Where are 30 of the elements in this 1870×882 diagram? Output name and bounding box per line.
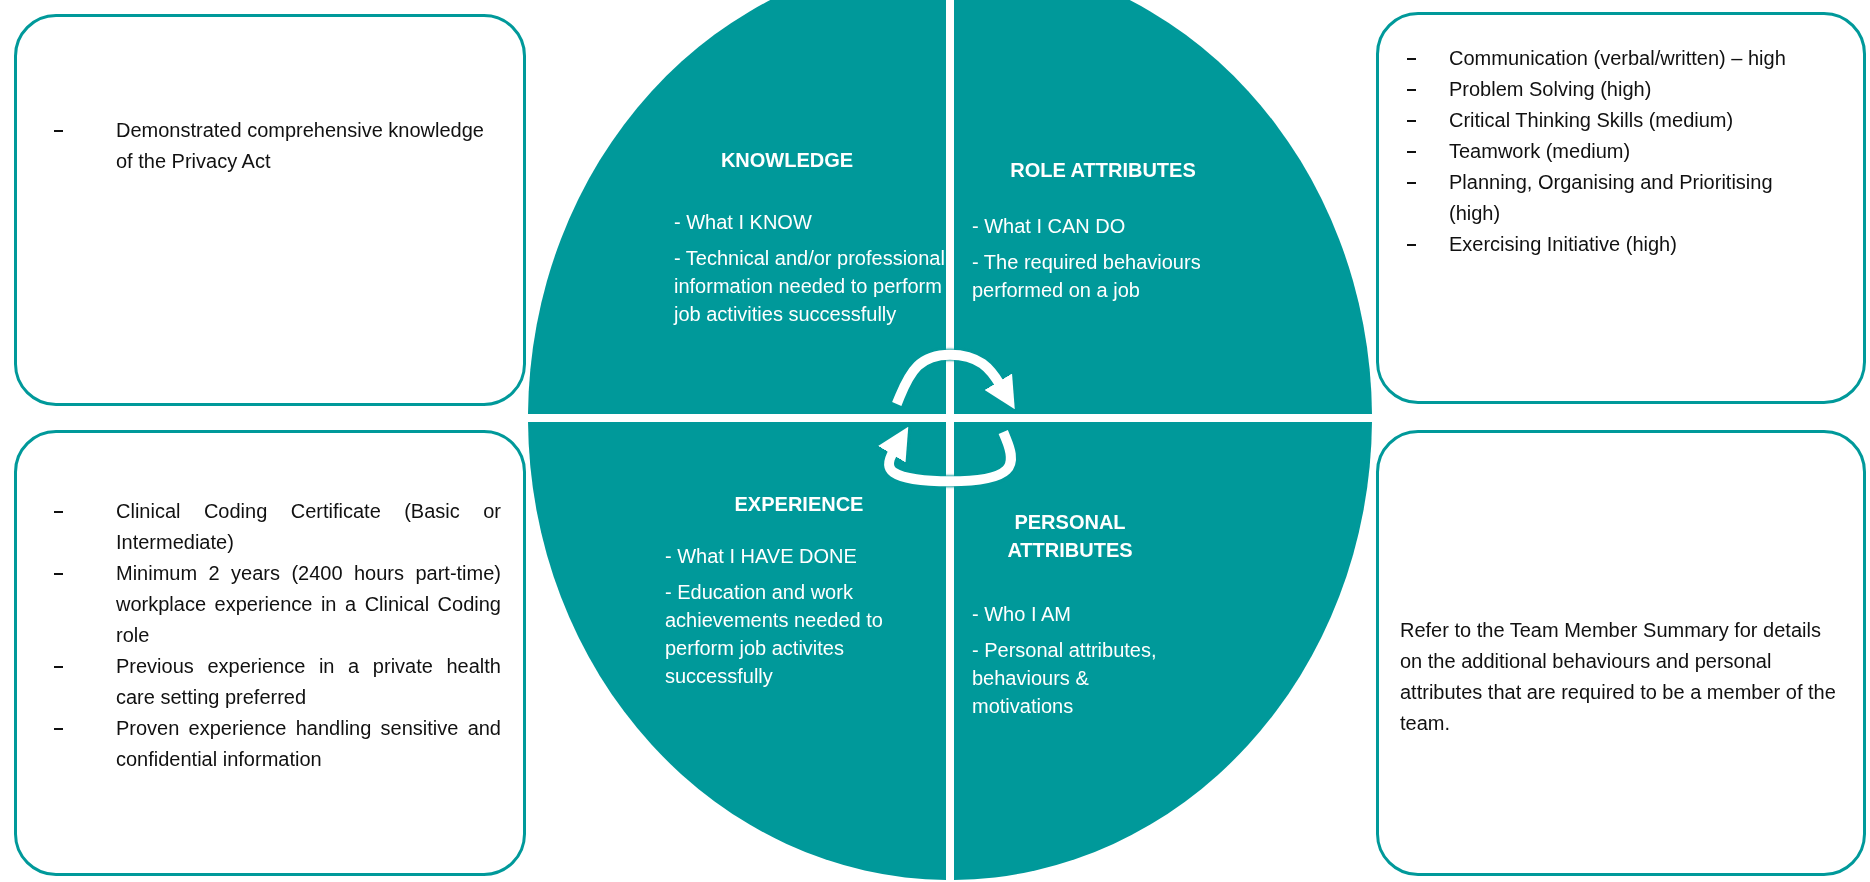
curved-arrow [892,349,1015,410]
rounded-panel [14,14,526,406]
list-item: Previous experience in a private health care setting preferred [116,654,501,710]
quadrant-text: - The required behaviours performed on a job [972,250,1202,303]
list-item: Proven experience handling sensitive and confidential information [116,716,501,772]
list-item: Teamwork (medium) [1449,139,1632,164]
list-item: Critical Thinking Skills (medium) [1449,108,1735,133]
quadrant-text: - Who I AM [972,602,1072,627]
list-item: Demonstrated comprehensive knowledge of the Privacy Act [116,118,485,174]
quadrant-text: - What I CAN DO [972,214,1127,239]
rounded-panel [14,430,526,876]
list-item: Minimum 2 years (2400 hours part-time) workplace experience in a Clinical Coding role [116,561,501,648]
quadrant-text: - What I HAVE DONE [665,544,858,569]
rounded-panel [1376,12,1866,404]
paragraph: Refer to the Team Member Summary for details on the additional behaviours and personal attributes that are required to be a member of the team. [1400,618,1837,736]
curved-arrow [878,426,1016,487]
quadrant-heading: ROLE ATTRIBUTES [1009,158,1197,183]
quadrant-heading: PERSONAL ATTRIBUTES [1006,510,1134,563]
quadrant-text: - Technical and/or professional information needed to perform job activities successfully [674,246,946,327]
rounded-panel [1376,430,1866,876]
quadrant-heading: KNOWLEDGE [719,148,855,173]
quadrant-heading: EXPERIENCE [733,492,865,517]
list-item: Exercising Initiative (high) [1449,232,1678,257]
list-item: Communication (verbal/written) – high [1449,46,1787,71]
list-item: Clinical Coding Certificate (Basic or Intermediate) [116,499,501,555]
quadrant-text: - Education and work achievements needed to perform job activites successfully [665,580,884,689]
list-item: Problem Solving (high) [1449,77,1653,102]
quadrant-text: - Personal attributes, behaviours & motivations [972,638,1158,719]
list-item: Planning, Organising and Prioritising (high) [1449,170,1774,226]
quadrant-text: - What I KNOW [674,210,813,235]
